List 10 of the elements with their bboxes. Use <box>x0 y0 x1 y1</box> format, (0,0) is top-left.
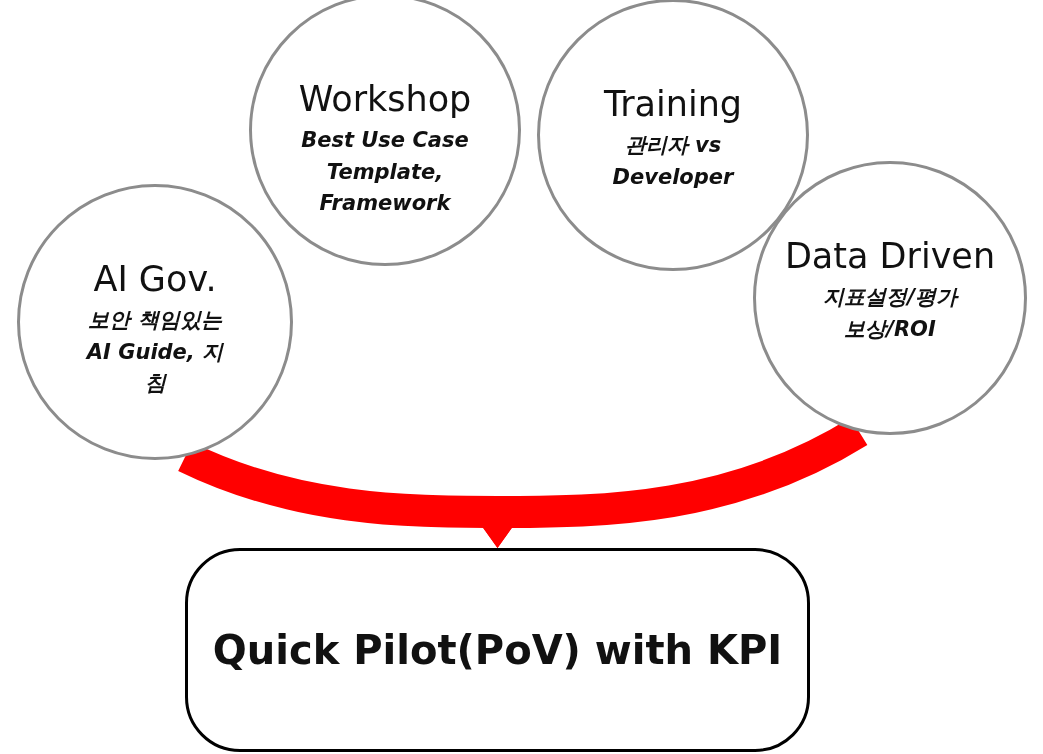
circle-subtitle: 보안 책임있는 AI Guide, 지침 <box>84 307 225 397</box>
circle-title: Training <box>603 84 743 124</box>
goal-box <box>185 548 810 752</box>
goal-title: Quick Pilot(PoV) with KPI <box>212 627 783 673</box>
circle-subtitle: Best Use Case Template, Framework <box>300 127 470 217</box>
circle-title: AI Gov. <box>93 259 217 299</box>
circle-title: Data Driven <box>784 236 996 276</box>
circle-subtitle: 지표설정/평가 보상/ROI <box>822 284 960 343</box>
circle-subtitle: 관리자 vs Developer <box>611 132 736 191</box>
circle-title: Workshop <box>298 79 472 119</box>
